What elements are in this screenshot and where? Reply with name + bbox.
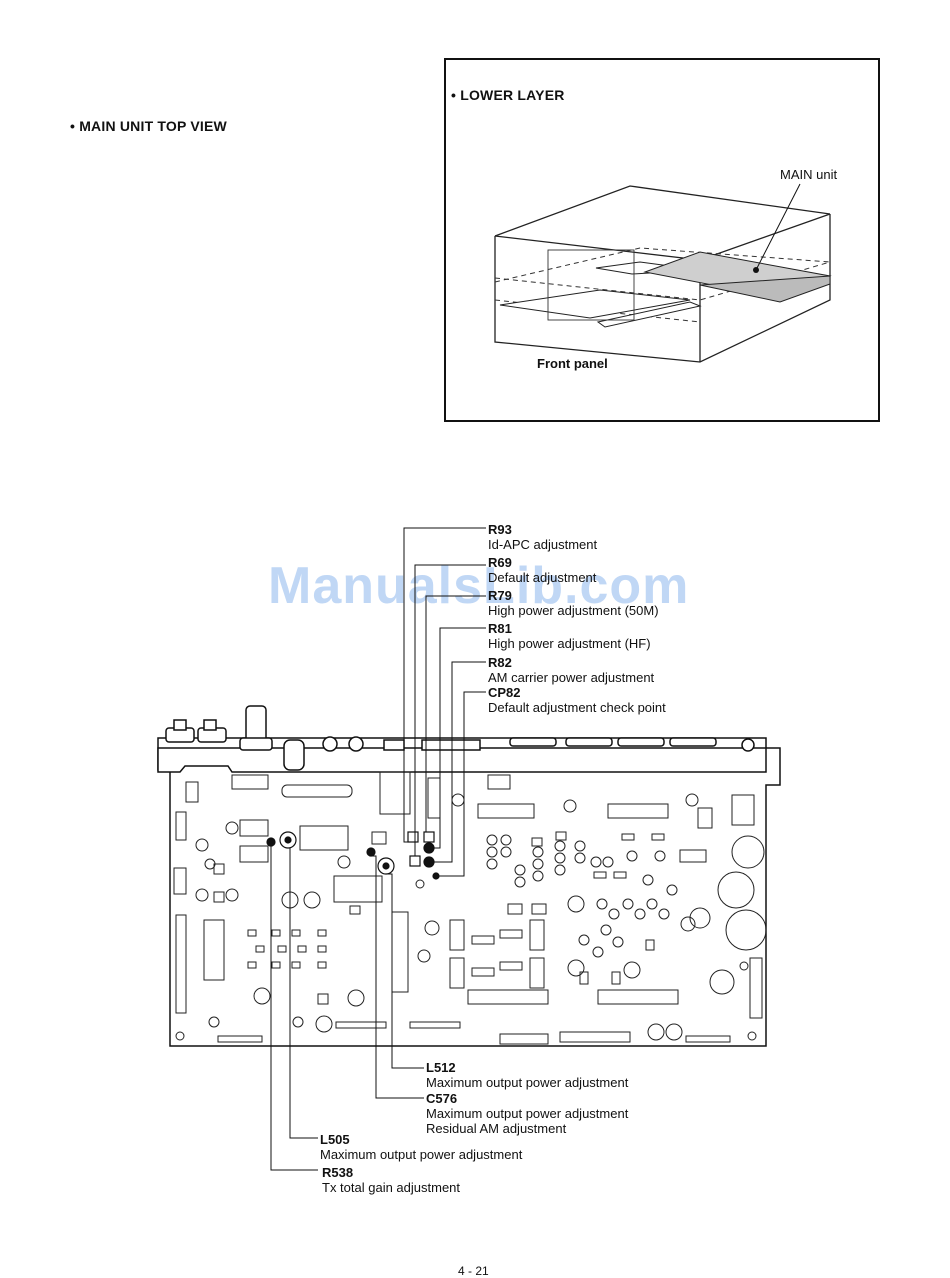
main-unit-label: MAIN unit bbox=[780, 167, 838, 182]
lower-layer-heading: • LOWER LAYER bbox=[451, 87, 565, 103]
lower-layer-inset bbox=[444, 58, 880, 422]
page-number: 4 - 21 bbox=[458, 1264, 489, 1278]
main-unit-top-view-heading: • MAIN UNIT TOP VIEW bbox=[70, 118, 227, 134]
manualslib-watermark: ManualsLib.com bbox=[268, 557, 690, 615]
front-panel-label: Front panel bbox=[537, 356, 608, 371]
